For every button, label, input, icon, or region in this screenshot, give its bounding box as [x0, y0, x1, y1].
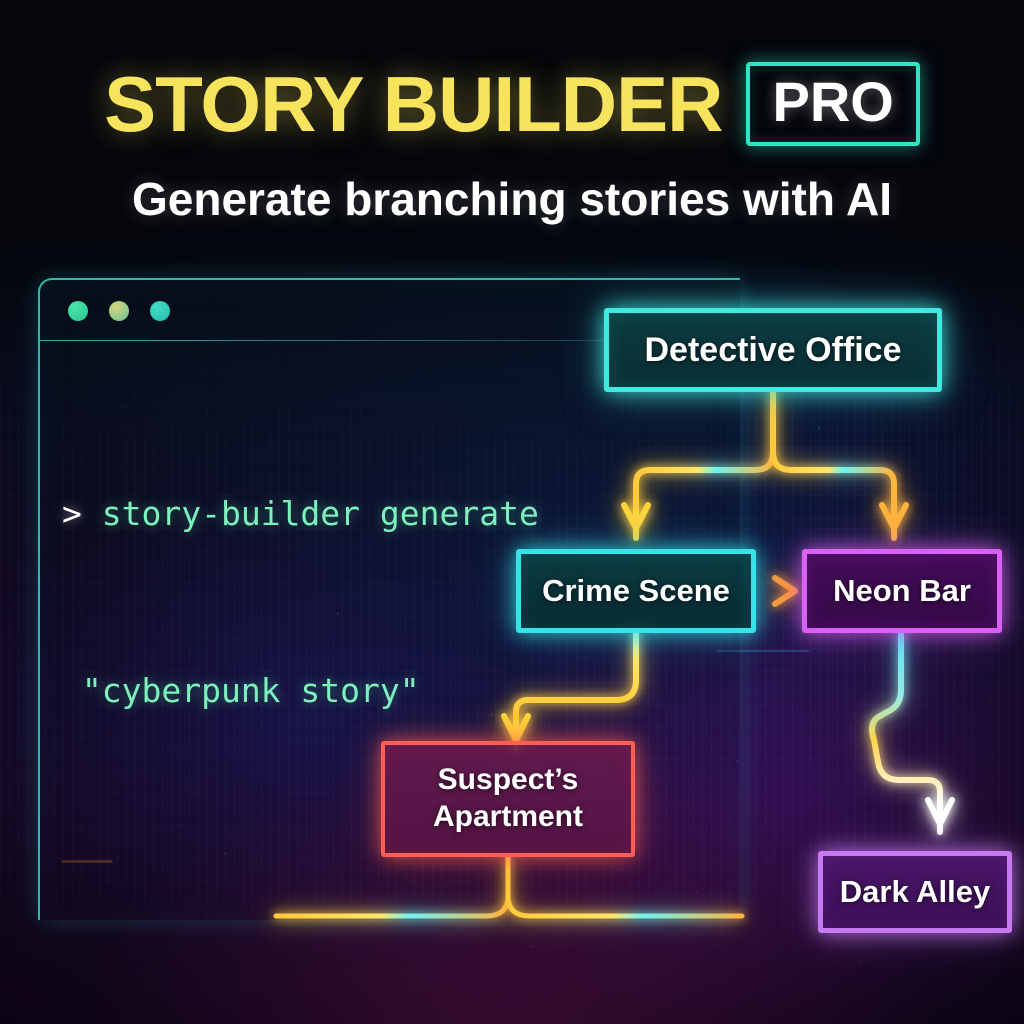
- page-title: STORY BUILDER: [104, 60, 723, 148]
- terminal-command: story-builder generate: [101, 494, 539, 534]
- terminal-line-2: "cyberpunk story": [62, 662, 730, 721]
- flow-node-suspects-apartment[interactable]: Suspect’s Apartment: [381, 741, 635, 857]
- flow-node-label-line-2: Apartment: [432, 800, 583, 833]
- flow-node-label: Neon Bar: [833, 573, 971, 608]
- window-controls: [68, 301, 170, 321]
- flow-node-detective-office[interactable]: Detective Office: [604, 308, 942, 392]
- flow-node-label-line-1: Suspect’s: [437, 763, 579, 797]
- flow-node-dark-alley[interactable]: Dark Alley: [818, 851, 1012, 933]
- flow-node-label-wrap: Suspect’s Apartment: [433, 762, 583, 835]
- header-backdrop: [0, 0, 1024, 300]
- prompt-symbol: >: [62, 494, 82, 534]
- flow-node-neon-bar[interactable]: Neon Bar: [802, 549, 1002, 633]
- flow-node-label: Dark Alley: [839, 874, 991, 909]
- terminal-argument: "cyberpunk story": [81, 670, 420, 710]
- terminal-output[interactable]: > story-builder generate "cyberpunk stor…: [62, 368, 730, 838]
- close-dot-icon[interactable]: [68, 301, 88, 321]
- flow-node-label: Crime Scene: [542, 573, 730, 608]
- flow-node-label: Detective Office: [644, 330, 902, 369]
- title-row: STORY BUILDER PRO: [0, 62, 1024, 146]
- page-subtitle: Generate branching stories with AI: [131, 173, 892, 225]
- maximize-dot-icon[interactable]: [150, 301, 170, 321]
- terminal-titlebar: [40, 280, 740, 340]
- flow-node-crime-scene[interactable]: Crime Scene: [516, 549, 756, 633]
- minimize-dot-icon[interactable]: [109, 301, 129, 321]
- terminal-line-1: > story-builder generate: [62, 485, 730, 544]
- pro-badge: PRO: [746, 62, 920, 146]
- terminal-separator: [40, 340, 740, 341]
